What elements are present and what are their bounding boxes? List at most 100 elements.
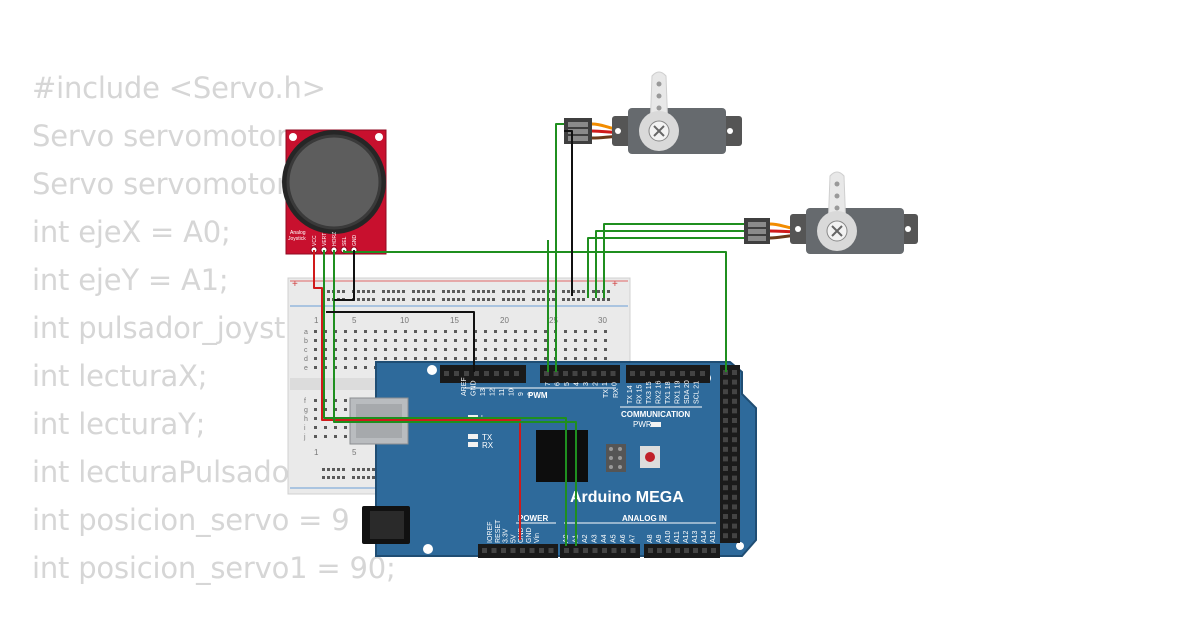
breadboard-hole[interactable] xyxy=(334,348,337,351)
breadboard-hole[interactable] xyxy=(452,298,455,301)
breadboard-hole[interactable] xyxy=(344,426,347,429)
wire-servo2-power[interactable] xyxy=(595,230,744,298)
breadboard-hole[interactable] xyxy=(412,298,415,301)
breadboard-hole[interactable] xyxy=(594,357,597,360)
breadboard-hole[interactable] xyxy=(577,298,580,301)
header-pin[interactable] xyxy=(675,548,680,553)
breadboard-hole[interactable] xyxy=(584,330,587,333)
wire-servo1-signal[interactable] xyxy=(555,123,564,300)
wire-sel[interactable] xyxy=(343,250,727,372)
servo-motor-2[interactable] xyxy=(744,171,918,254)
breadboard-hole[interactable] xyxy=(522,290,525,293)
breadboard-hole[interactable] xyxy=(564,348,567,351)
breadboard-hole[interactable] xyxy=(457,298,460,301)
breadboard-hole[interactable] xyxy=(537,298,540,301)
breadboard-hole[interactable] xyxy=(314,339,317,342)
breadboard-hole[interactable] xyxy=(482,290,485,293)
header-pin[interactable] xyxy=(630,548,636,553)
breadboard-hole[interactable] xyxy=(364,330,367,333)
breadboard-hole[interactable] xyxy=(512,298,515,301)
header-pin[interactable] xyxy=(723,466,728,471)
header-pin[interactable] xyxy=(732,514,737,519)
breadboard-hole[interactable] xyxy=(334,366,337,369)
breadboard-hole[interactable] xyxy=(334,339,337,342)
header-pin[interactable] xyxy=(544,371,549,376)
breadboard-hole[interactable] xyxy=(357,476,360,479)
breadboard-hole[interactable] xyxy=(324,339,327,342)
breadboard-hole[interactable] xyxy=(534,330,537,333)
breadboard-hole[interactable] xyxy=(567,290,570,293)
breadboard-hole[interactable] xyxy=(384,357,387,360)
breadboard-hole[interactable] xyxy=(324,408,327,411)
breadboard-hole[interactable] xyxy=(604,339,607,342)
breadboard-hole[interactable] xyxy=(427,298,430,301)
header-pin[interactable] xyxy=(723,408,728,414)
breadboard-hole[interactable] xyxy=(334,399,337,402)
breadboard-hole[interactable] xyxy=(362,468,365,471)
breadboard-hole[interactable] xyxy=(344,357,347,360)
breadboard-hole[interactable] xyxy=(444,339,447,342)
breadboard-hole[interactable] xyxy=(447,290,450,293)
breadboard-hole[interactable] xyxy=(424,330,427,333)
breadboard-hole[interactable] xyxy=(394,357,397,360)
breadboard-hole[interactable] xyxy=(354,357,357,360)
breadboard-hole[interactable] xyxy=(474,348,477,351)
breadboard-hole[interactable] xyxy=(404,348,407,351)
breadboard-hole[interactable] xyxy=(607,290,610,293)
breadboard-hole[interactable] xyxy=(414,357,417,360)
header-pin[interactable] xyxy=(563,371,568,376)
breadboard-hole[interactable] xyxy=(342,476,345,479)
breadboard-hole[interactable] xyxy=(474,339,477,342)
breadboard-hole[interactable] xyxy=(514,357,517,360)
breadboard-hole[interactable] xyxy=(324,348,327,351)
breadboard-hole[interactable] xyxy=(442,290,445,293)
header-pin[interactable] xyxy=(666,548,671,553)
breadboard-hole[interactable] xyxy=(507,298,510,301)
header-pin[interactable] xyxy=(732,446,737,452)
breadboard-hole[interactable] xyxy=(564,330,567,333)
breadboard-hole[interactable] xyxy=(434,348,437,351)
breadboard-hole[interactable] xyxy=(382,290,385,293)
breadboard-hole[interactable] xyxy=(314,426,317,429)
breadboard-hole[interactable] xyxy=(424,339,427,342)
breadboard-hole[interactable] xyxy=(314,348,317,351)
breadboard-hole[interactable] xyxy=(414,339,417,342)
breadboard-hole[interactable] xyxy=(434,357,437,360)
breadboard-hole[interactable] xyxy=(454,348,457,351)
breadboard-hole[interactable] xyxy=(452,290,455,293)
breadboard-hole[interactable] xyxy=(562,298,565,301)
breadboard-hole[interactable] xyxy=(464,348,467,351)
breadboard-hole[interactable] xyxy=(572,290,575,293)
breadboard-hole[interactable] xyxy=(564,357,567,360)
header-pin[interactable] xyxy=(464,371,469,376)
breadboard-hole[interactable] xyxy=(384,339,387,342)
joystick-knob[interactable] xyxy=(286,134,382,230)
breadboard-hole[interactable] xyxy=(514,339,517,342)
header-pin[interactable] xyxy=(723,504,728,510)
breadboard-hole[interactable] xyxy=(344,408,347,411)
breadboard-hole[interactable] xyxy=(492,290,495,293)
breadboard-hole[interactable] xyxy=(337,290,340,293)
breadboard-hole[interactable] xyxy=(594,348,597,351)
breadboard-hole[interactable] xyxy=(507,290,510,293)
breadboard-hole[interactable] xyxy=(374,330,377,333)
breadboard-hole[interactable] xyxy=(517,298,520,301)
header-pin[interactable] xyxy=(690,371,695,376)
breadboard-hole[interactable] xyxy=(537,290,540,293)
header-pin[interactable] xyxy=(723,494,728,500)
header-pin[interactable] xyxy=(474,371,479,376)
breadboard-hole[interactable] xyxy=(532,290,535,293)
breadboard-hole[interactable] xyxy=(404,330,407,333)
header-pin[interactable] xyxy=(640,371,645,376)
breadboard-hole[interactable] xyxy=(337,468,340,471)
breadboard-hole[interactable] xyxy=(324,399,327,402)
breadboard-hole[interactable] xyxy=(492,298,495,301)
breadboard-hole[interactable] xyxy=(367,298,370,301)
breadboard-hole[interactable] xyxy=(472,298,475,301)
header-pin[interactable] xyxy=(454,371,459,376)
header-pin[interactable] xyxy=(572,371,578,376)
breadboard-hole[interactable] xyxy=(574,357,577,360)
breadboard-hole[interactable] xyxy=(544,348,547,351)
header-pin[interactable] xyxy=(723,437,728,443)
